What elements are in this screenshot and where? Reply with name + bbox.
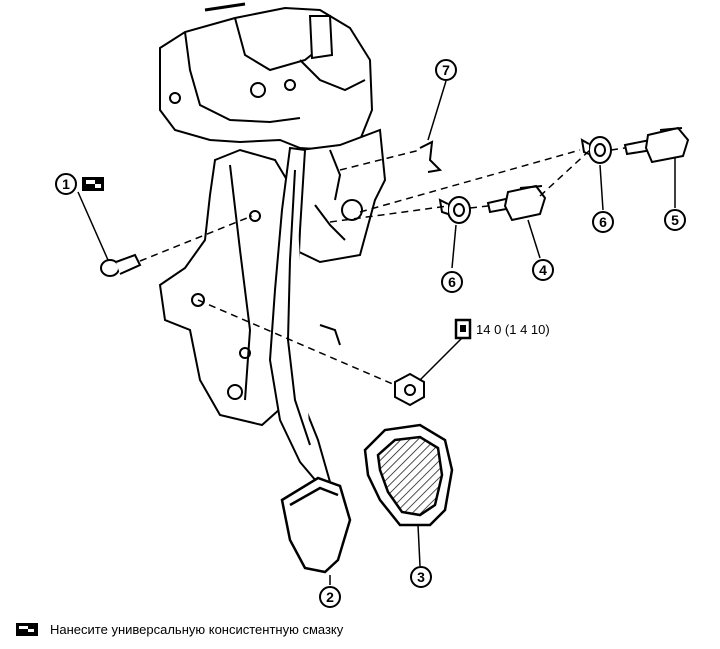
legend-text: Нанесите универсальную консистентную сма… <box>50 622 344 637</box>
pedal-bracket <box>158 2 387 427</box>
pivot-nut <box>394 372 425 407</box>
svg-text:6: 6 <box>448 274 456 290</box>
svg-text:6: 6 <box>599 214 607 230</box>
assembly-lines <box>139 147 626 386</box>
callout-3: 3 <box>410 566 432 588</box>
bushing-lower <box>438 196 471 224</box>
svg-text:3: 3 <box>417 569 425 585</box>
pedal-arm <box>268 146 332 490</box>
pedal-pad <box>280 476 352 574</box>
bushing-upper <box>580 136 612 164</box>
torque-wrench-icon <box>454 318 472 340</box>
svg-text:1: 1 <box>62 176 70 192</box>
callout-1: 1 <box>55 173 77 195</box>
callout-2: 2 <box>319 586 341 608</box>
svg-text:5: 5 <box>671 212 679 228</box>
torque-spec: 14 0 (1 4 10) <box>419 318 550 381</box>
pedal-switch-upper <box>623 126 690 164</box>
pedal-switch-lower <box>486 184 547 222</box>
grease-icon <box>16 623 38 636</box>
legend: Нанесите универсальную консистентную сма… <box>16 622 343 637</box>
pedal-pad-cover <box>363 423 454 527</box>
retaining-clip <box>419 140 443 173</box>
svg-text:2: 2 <box>326 589 334 605</box>
callout-6-lower: 6 <box>441 271 463 293</box>
svg-text:4: 4 <box>539 262 547 278</box>
callout-7: 7 <box>435 59 457 81</box>
callout-4: 4 <box>532 259 554 281</box>
callout-5: 5 <box>664 209 686 231</box>
callout-6-upper: 6 <box>592 211 614 233</box>
leader-lines <box>77 80 676 585</box>
torque-value: 14 0 (1 4 10) <box>476 322 550 337</box>
pivot-bolt <box>100 253 142 277</box>
grease-icon-callout-1 <box>82 177 104 191</box>
svg-text:7: 7 <box>442 62 450 78</box>
